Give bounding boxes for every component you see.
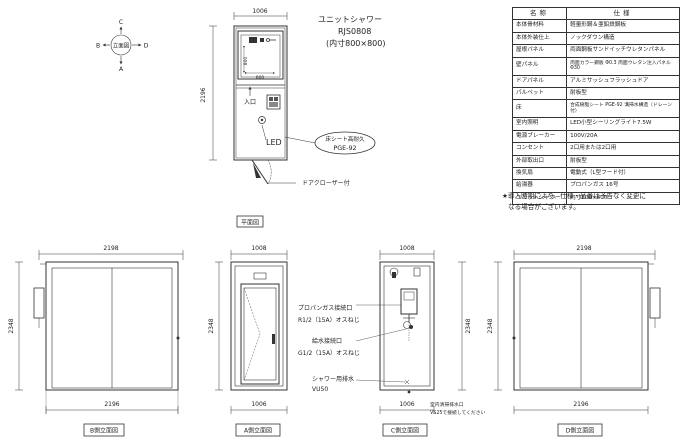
plan-view xyxy=(209,12,376,185)
spec-key: 壁パネル xyxy=(511,56,568,76)
floor-sheet-label: 床シート高耐久 xyxy=(325,135,365,143)
compass-right-label: D xyxy=(144,43,149,50)
c-height-label: 2348 xyxy=(465,318,472,333)
a-width-top-label: 1008 xyxy=(251,245,266,252)
spec-value: アルミサッシュフラッシュドア xyxy=(566,74,680,89)
spec-row: 本体外装仕上ノックダウン構造 xyxy=(511,31,680,46)
unit-shower-label: ユニットシャワー xyxy=(318,15,382,24)
spec-header-name: 名称 xyxy=(511,6,568,21)
spec-key: 換気扇 xyxy=(511,167,568,181)
spec-table: 名称 仕様 本体骨材料軽量形鋼＆亜鉛鉄鋼板 本体外装仕上ノックダウン構造 屋根パ… xyxy=(511,6,680,206)
c-width-top-label: 1008 xyxy=(399,245,414,252)
shower-drain-size: VU50 xyxy=(312,386,328,393)
compass-bottom-label: A xyxy=(119,66,124,73)
spec-value: 合成樹脂シート PGE-92 溝掃水構造（ドレーン付） xyxy=(566,99,680,119)
d-title: D側立面図 xyxy=(566,427,595,435)
spec-value: 耐板型 xyxy=(566,87,680,101)
c-elevation xyxy=(355,250,466,437)
model-label: RJS0808 xyxy=(338,27,371,36)
b-height-label: 2348 xyxy=(8,318,15,333)
spec-row: 壁パネル両面カラー鋼板 Φ0.3 両面ウレタン注入パネル Φ30 xyxy=(511,56,680,76)
d-width-top-label: 2198 xyxy=(576,245,591,252)
spec-key: パルペット xyxy=(511,87,568,101)
spec-key: 外部取出口 xyxy=(511,154,568,169)
entrance-label: 入口 xyxy=(244,99,256,106)
plan-title-box xyxy=(236,215,264,228)
plan-title: 平面図 xyxy=(241,220,259,227)
d-width-bottom-label: 2196 xyxy=(573,401,588,408)
spec-key: 室内照明 xyxy=(511,117,568,131)
b-width-top-label: 2198 xyxy=(103,245,118,252)
spec-header-row: 名称 仕様 xyxy=(511,6,680,21)
spec-note-line-1: ★導入時期により、仕様・品番は予告なく変更に xyxy=(502,192,646,200)
spec-key: 本体外装仕上 xyxy=(511,31,568,46)
spec-value: 100V/20A xyxy=(566,129,680,144)
spec-row: 換気扇電動式（L型フード付） xyxy=(511,167,680,181)
b-title: B側立面図 xyxy=(90,427,118,435)
compass-left-label: B xyxy=(96,43,100,50)
spec-value: 内寸800×800 xyxy=(566,191,680,206)
inner-dim-b-label: 800 xyxy=(256,75,265,81)
spec-key: ドアパネル xyxy=(511,74,568,89)
a-width-bottom-label: 1006 xyxy=(251,401,266,408)
water-connection-label: 給水接続口 xyxy=(312,337,342,345)
propane-connection-size: R1/2（15A）オスねじ xyxy=(298,317,360,324)
spec-row: 屋根パネル両面鋼板サンドイッチウレタンパネル xyxy=(511,44,680,58)
b-width-bottom-label: 2196 xyxy=(104,401,119,408)
spec-note-line-2: なる場合がございます。 xyxy=(508,203,580,211)
compass-diagram xyxy=(102,26,142,65)
spec-note: ★導入時期により、仕様・品番は予告なく変更に なる場合がございます。 xyxy=(502,191,678,213)
a-height-label: 2348 xyxy=(208,318,215,333)
floor-sheet-model-label: PGE-92 xyxy=(333,144,356,152)
plan-height-label: 2196 xyxy=(200,87,207,102)
spec-key: 電源ブレーカー xyxy=(511,129,568,144)
indoor-drain-label: 室内清掃排水口 xyxy=(430,401,464,408)
inner-dim-a-label: 800 xyxy=(243,57,249,66)
spec-value: 2口用または2口用 xyxy=(566,142,680,156)
spec-key: コンセント xyxy=(511,142,568,156)
d-height-label: 2348 xyxy=(487,318,494,333)
spec-value: LED小型シーリングライト7.5W xyxy=(566,117,680,131)
a-elevation xyxy=(215,250,288,437)
led-label: LED xyxy=(266,138,282,147)
a-title: A側立面図 xyxy=(244,427,272,435)
compass-center-label: 立面図 xyxy=(113,42,130,50)
door-closer-label: ドアクローザー付 xyxy=(302,179,350,187)
spec-value: 軽量形鋼＆亜鉛鉄鋼板 xyxy=(566,19,680,33)
spec-row: ユニットシャワー内寸800×800 xyxy=(511,191,680,206)
spec-value: 両面カラー鋼板 Φ0.3 両面ウレタン注入パネル Φ30 xyxy=(566,56,680,76)
shower-drain-label: シャワー用排水 xyxy=(312,375,354,383)
spec-row: パルペット耐板型 xyxy=(511,87,680,101)
spec-value: ノックダウン構造 xyxy=(566,31,680,46)
spec-value: 耐板型 xyxy=(566,154,680,169)
d-elevation xyxy=(494,250,661,437)
spec-key: 床 xyxy=(511,99,568,119)
spec-key: ユニットシャワー xyxy=(511,191,568,206)
water-connection-size: G1/2（15A）オスねじ xyxy=(298,350,360,357)
spec-row: 外部取出口耐板型 xyxy=(511,154,680,169)
inner-size-label: (内寸800×800) xyxy=(326,38,385,48)
indoor-drain-size: VS25で接続してください xyxy=(430,409,486,416)
c-title: C側立面図 xyxy=(391,427,419,435)
spec-row: 床合成樹脂シート PGE-92 溝掃水構造（ドレーン付） xyxy=(511,99,680,119)
drawing-labels: 1006 2196 ユニットシャワー RJS0808 (内寸800×800) 8… xyxy=(8,8,594,435)
spec-row: 本体骨材料軽量形鋼＆亜鉛鉄鋼板 xyxy=(511,19,680,33)
spec-value: 電動式（L型フード付） xyxy=(566,167,680,181)
spec-key: 屋根パネル xyxy=(511,44,568,58)
c-width-bottom-label: 1006 xyxy=(399,401,414,408)
plan-width-label: 1006 xyxy=(252,8,267,15)
spec-header-spec: 仕様 xyxy=(566,6,680,21)
spec-row: ドアパネルアルミサッシュフラッシュドア xyxy=(511,74,680,89)
propane-connection-label: プロパンガス接続口 xyxy=(298,304,352,312)
b-elevation xyxy=(15,250,184,437)
spec-key: 本体骨材料 xyxy=(511,19,568,33)
compass-top-label: C xyxy=(119,19,123,26)
spec-value: 両面鋼板サンドイッチウレタンパネル xyxy=(566,44,680,58)
